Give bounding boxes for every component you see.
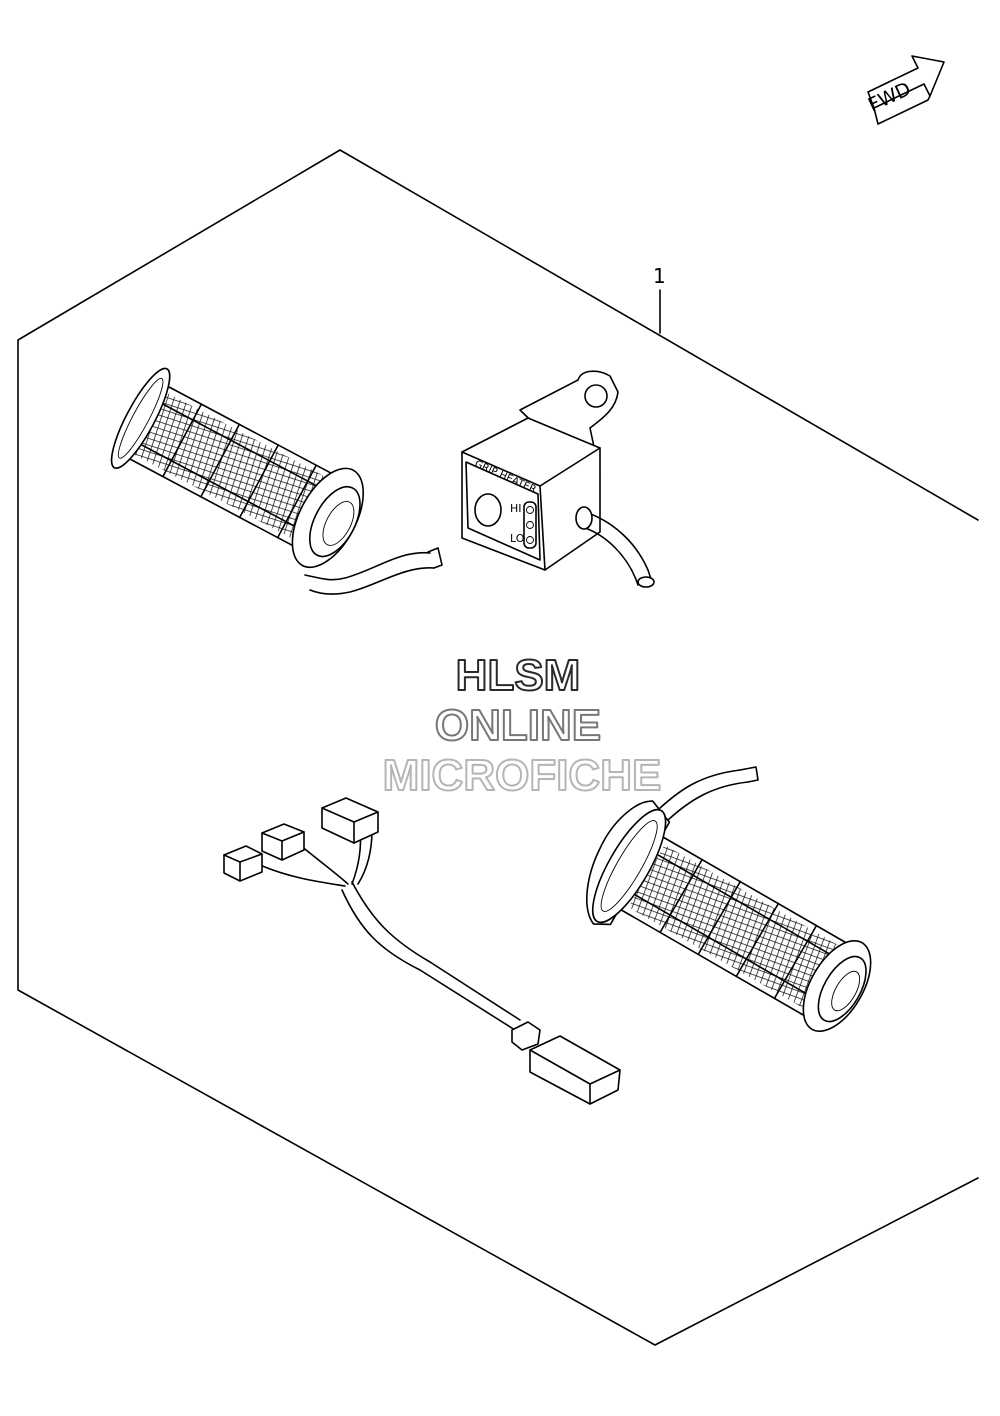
switch-indicator-lights bbox=[523, 501, 537, 549]
part-number-1: 1 bbox=[653, 264, 666, 288]
watermark-line2: ONLINE bbox=[435, 701, 601, 750]
left-grip-heater bbox=[110, 367, 443, 595]
switch-lo-label: LO bbox=[510, 532, 525, 545]
watermark-line3: MICROFICHE bbox=[383, 751, 662, 800]
switch-hi-label: HI bbox=[510, 502, 522, 515]
connector-4 bbox=[511, 1021, 621, 1105]
connector-3 bbox=[321, 797, 379, 844]
connector-2 bbox=[261, 823, 305, 861]
grip-heater-switch: GRIP HEATER HI LO bbox=[461, 370, 655, 588]
watermark-line1: HLSM bbox=[456, 651, 581, 700]
wiring-harness bbox=[223, 797, 621, 1105]
connector-1 bbox=[223, 845, 263, 882]
kit-boundary bbox=[17, 149, 979, 1346]
right-grip-heater bbox=[586, 766, 872, 1033]
fwd-arrow-icon: FWD bbox=[865, 55, 945, 125]
watermark: HLSM ONLINE MICROFICHE bbox=[382, 650, 663, 801]
